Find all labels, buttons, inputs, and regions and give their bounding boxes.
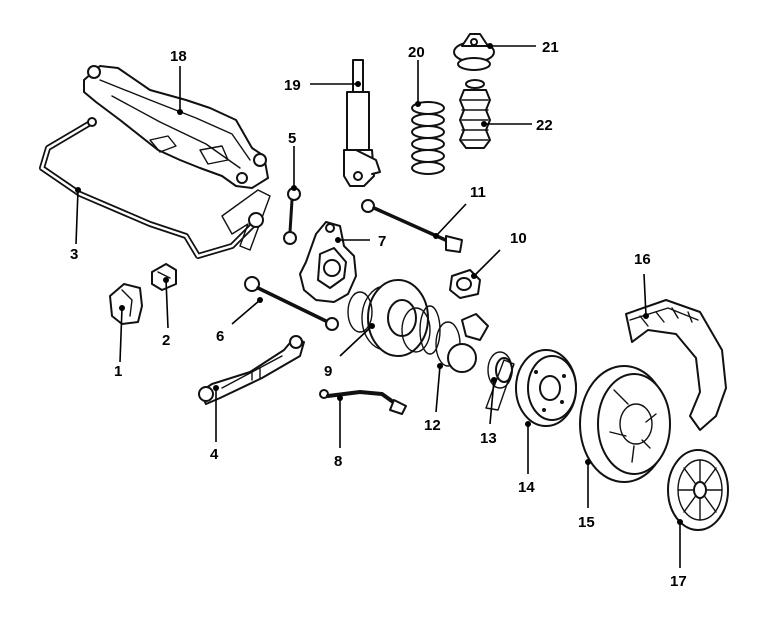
- callout-9: 9: [324, 363, 332, 380]
- part-strut: [343, 59, 381, 187]
- leader-3: [75, 189, 79, 245]
- part-hubcap: [667, 449, 729, 531]
- part-wheel-hub: [515, 349, 577, 427]
- callout-7: 7: [378, 233, 386, 250]
- callout-5: 5: [288, 130, 296, 147]
- callout-19: 19: [284, 77, 301, 94]
- callout-15: 15: [578, 514, 595, 531]
- callout-11: 11: [470, 184, 486, 201]
- callout-12: 12: [424, 417, 441, 434]
- part-strut-top-mount: [453, 33, 495, 71]
- leader-16: [643, 273, 647, 317]
- callout-8: 8: [334, 453, 342, 470]
- leader-10: [473, 249, 501, 277]
- callout-22: 22: [536, 117, 553, 134]
- callout-1: 1: [114, 363, 122, 380]
- callout-2: 2: [162, 332, 170, 349]
- leader-12: [435, 365, 441, 413]
- part-wheel-arch-liner: [625, 299, 727, 431]
- part-coil-spring: [411, 101, 445, 175]
- part-wheel-rim: [579, 365, 671, 483]
- callout-10: 10: [510, 230, 527, 247]
- callout-6: 6: [216, 328, 224, 345]
- part-stabilizer-bracket: [109, 283, 143, 325]
- part-tie-rod: [361, 199, 463, 253]
- leader-2: [165, 279, 169, 329]
- part-stabilizer-link: [283, 187, 301, 245]
- part-stabilizer-bar: [39, 117, 259, 259]
- part-steering-knuckle: [299, 221, 357, 303]
- leader-6: [231, 299, 261, 325]
- callout-13: 13: [480, 430, 497, 447]
- callout-3: 3: [70, 246, 78, 263]
- part-brake-disc: [347, 279, 431, 357]
- callout-16: 16: [634, 251, 651, 268]
- callout-leaders: [75, 43, 683, 568]
- leader-11: [435, 203, 467, 237]
- leader-9: [339, 325, 373, 357]
- callout-4: 4: [210, 446, 219, 463]
- callout-labels: 1 2 3 4 5 6 7 8 9 10 11 12 13 14 15 16 1…: [70, 39, 687, 590]
- part-bushing-bracket-outline: [221, 189, 271, 251]
- part-wheel-bearing: [485, 351, 515, 411]
- callout-20: 20: [408, 44, 425, 61]
- leader-1: [119, 307, 123, 363]
- part-lower-link: [244, 276, 339, 331]
- part-brake-caliper: [419, 305, 489, 373]
- part-dust-boot: [459, 79, 491, 149]
- callout-17: 17: [670, 573, 687, 590]
- part-stabilizer-bushing: [151, 263, 177, 291]
- callout-14: 14: [518, 479, 535, 496]
- part-lower-control-arm: [198, 335, 305, 405]
- callout-21: 21: [542, 39, 559, 56]
- part-subframe: [83, 65, 269, 189]
- callout-18: 18: [170, 48, 187, 65]
- part-brake-hose: [319, 389, 407, 415]
- leader-13: [489, 379, 495, 425]
